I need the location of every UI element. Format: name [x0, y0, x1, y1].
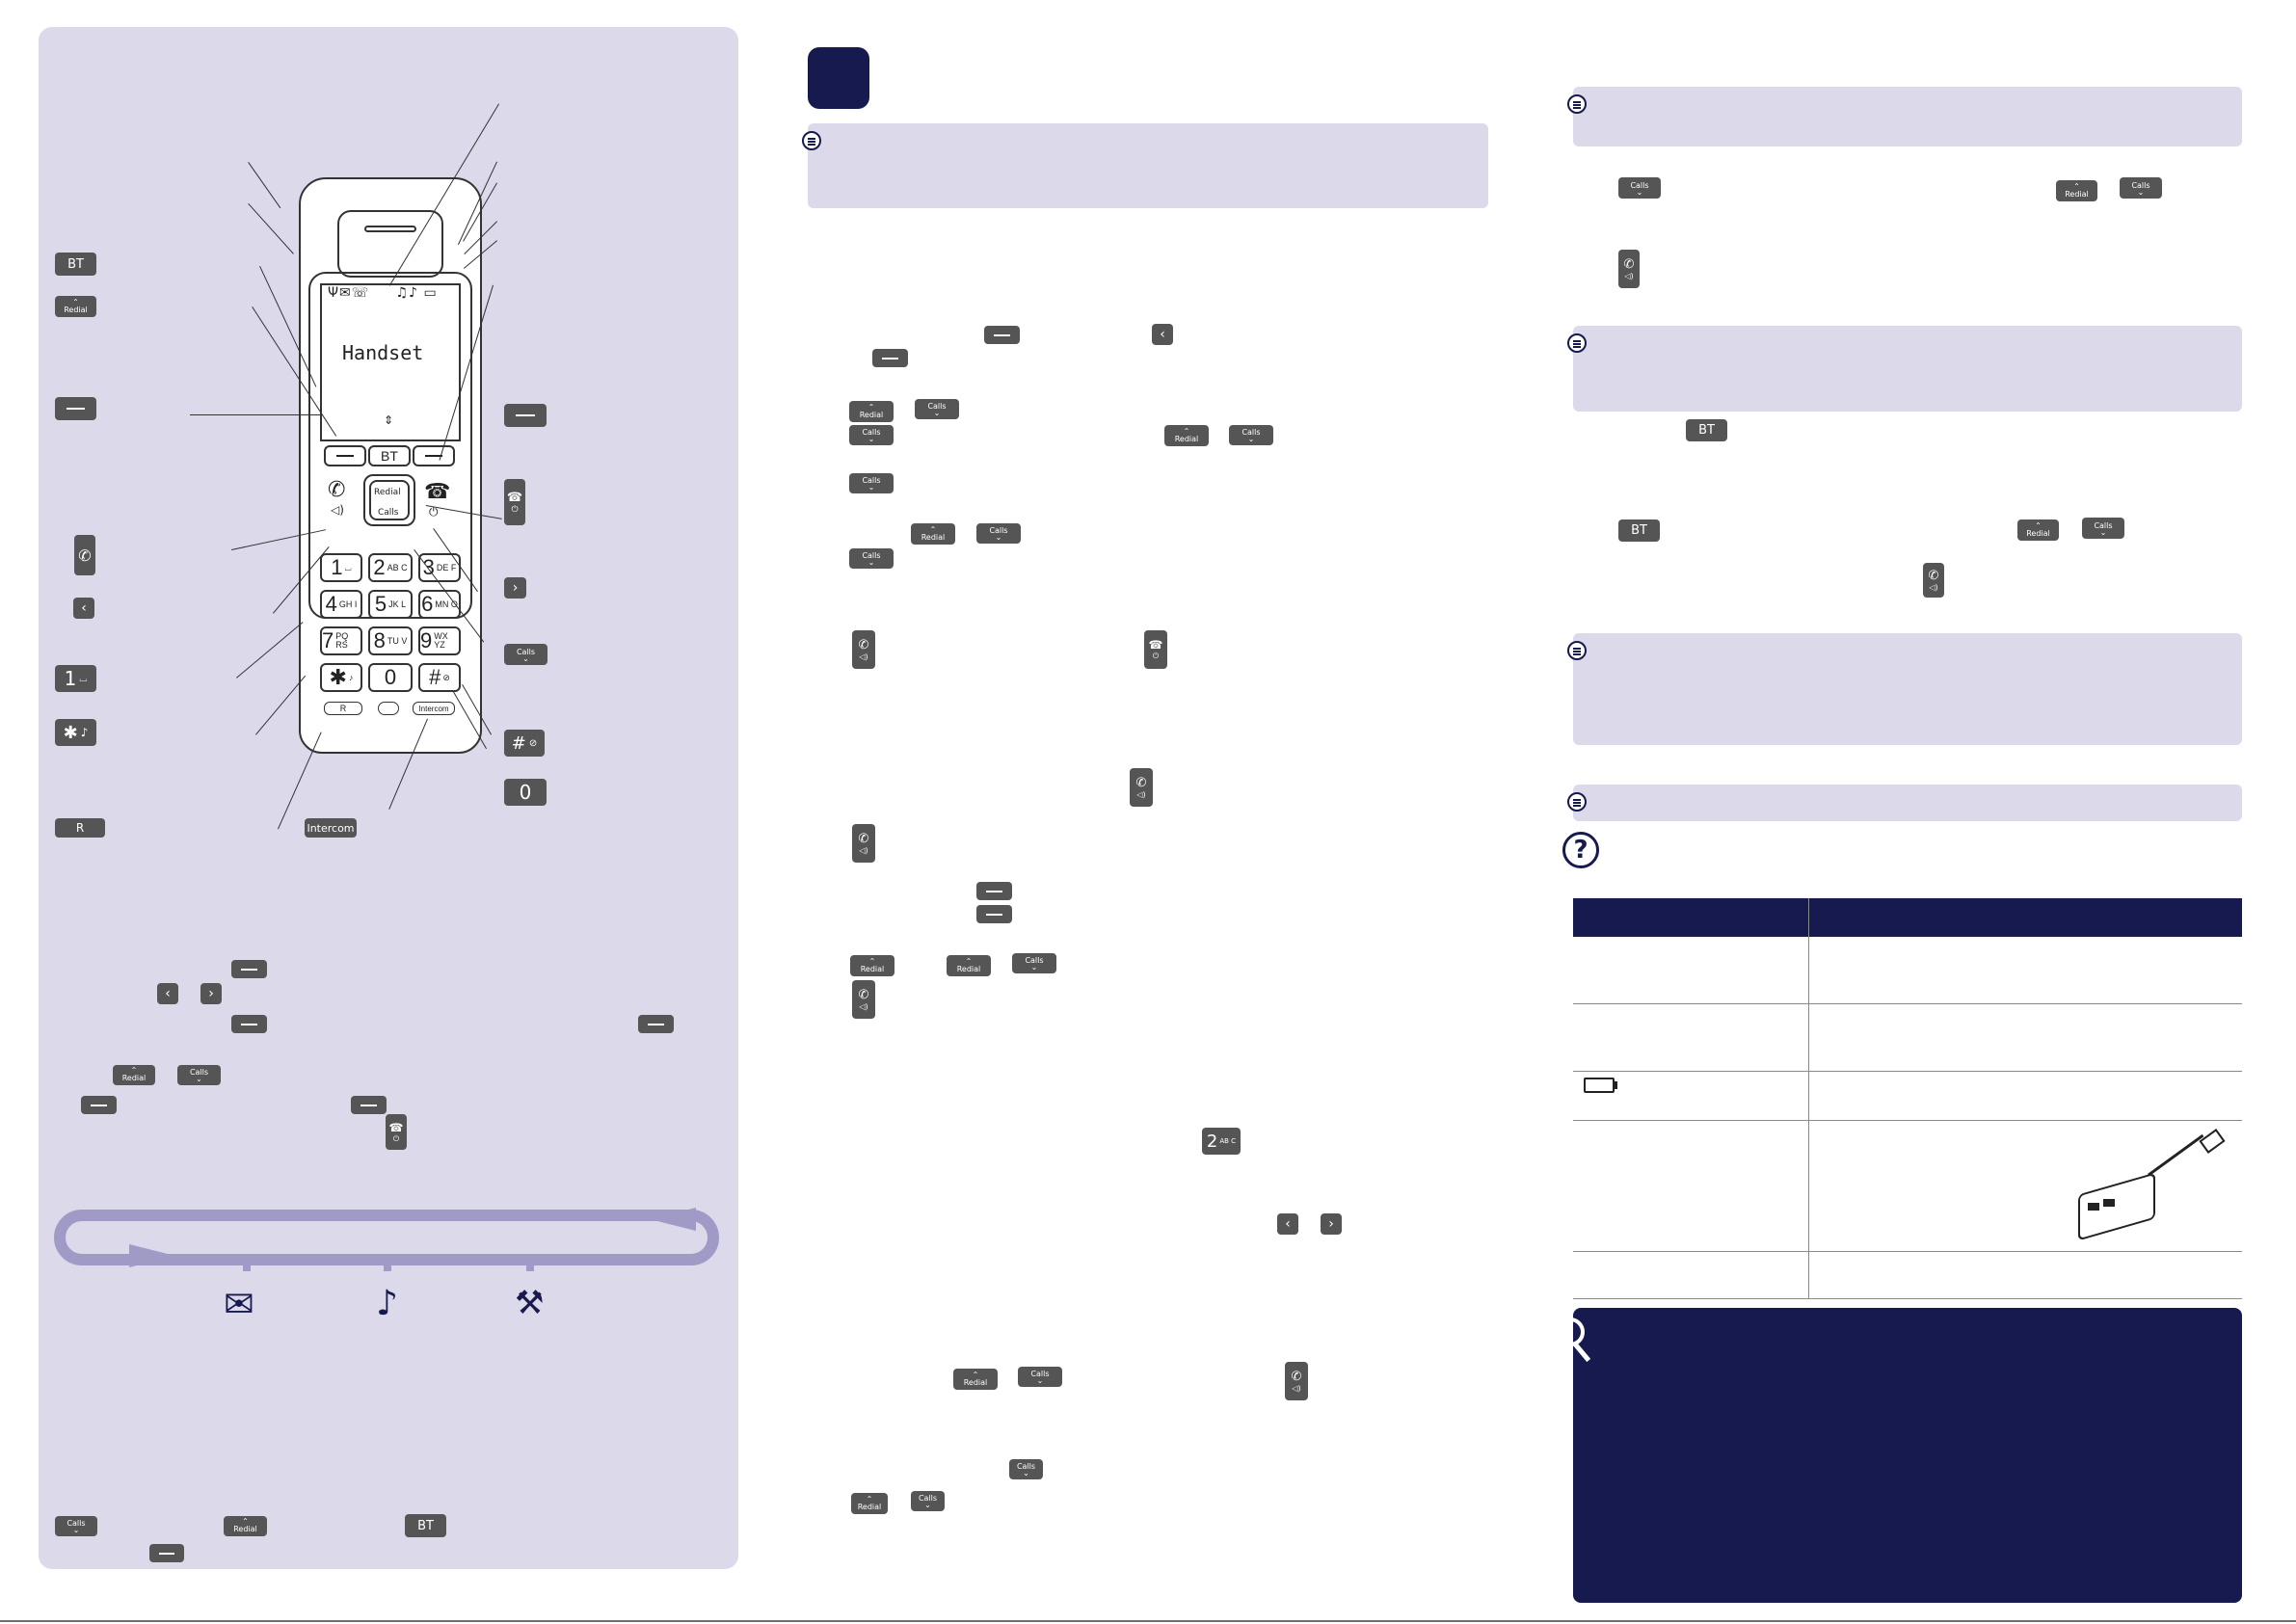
status-icons: Ψ✉☏ ♫♪ ▭ [328, 285, 438, 301]
legend-talk-key: ✆ [74, 535, 95, 575]
legend-left-arrow-key: ‹ [73, 598, 94, 619]
note-icon-4 [1567, 792, 1587, 812]
help-icon: ? [1562, 832, 1599, 868]
magnifier-icon [1556, 1318, 1592, 1364]
note-icon [802, 131, 821, 150]
legend-bt-key: BT [55, 253, 96, 276]
empty-battery-icon [1584, 1078, 1615, 1093]
note-icon-2 [1567, 333, 1587, 353]
menu-loop [54, 1208, 719, 1272]
legend-end-key: ☎⏻ [504, 479, 525, 525]
note-box-2 [1573, 326, 2242, 412]
note-box [808, 123, 1488, 208]
note-box-3 [1573, 633, 2242, 745]
section-number-badge [808, 47, 869, 109]
legend-hash-key: #⊘ [504, 730, 545, 757]
handset-screen-text: Handset [342, 341, 424, 364]
legend-right-arrow-key: › [504, 577, 526, 599]
note-icon-1 [1567, 94, 1587, 114]
info-box [1573, 1308, 2242, 1603]
note-box-4 [1573, 785, 2242, 821]
legend-r-key: R [55, 818, 105, 838]
legend-redial-key: ⌃Redial [55, 296, 96, 317]
note-icon-3 [1567, 641, 1587, 660]
envelope-icon: ✉ [224, 1283, 254, 1325]
legend-softkey-right [504, 404, 547, 427]
legend-zero-key: 0 [504, 779, 547, 806]
legend-calls-key: Calls⌄ [504, 644, 547, 665]
adapter-illustration [2072, 1129, 2236, 1241]
phone-icon: ✆ [78, 546, 92, 565]
legend-star-key: ✱♪ [55, 719, 96, 746]
tools-icon: ⚒ [515, 1284, 545, 1322]
troubleshooting-table-header [1573, 898, 2242, 937]
music-note-icon: ♪ [376, 1284, 398, 1323]
legend-key-1: 1⌴ [55, 665, 96, 692]
handset-illustration: Ψ✉☏ ♫♪ ▭ Handset ⇕ BT Redial Calls ✆ ◁) … [299, 177, 482, 754]
legend-softkey-left [55, 397, 96, 420]
hangup-icon: ☎ [506, 490, 523, 505]
note-box-1 [1573, 87, 2242, 146]
legend-intercom-key: Intercom [305, 818, 357, 838]
